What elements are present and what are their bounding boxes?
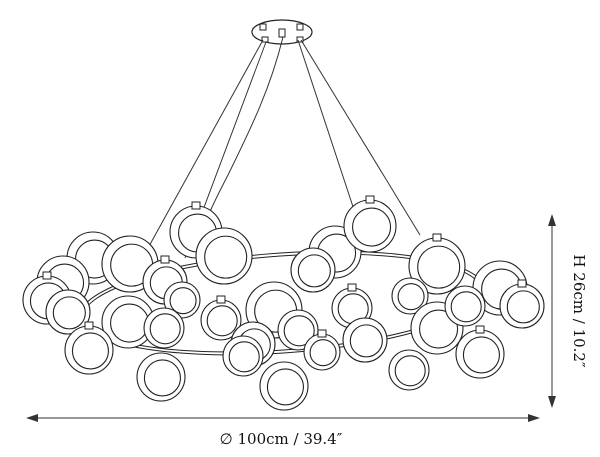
globe-inner-bulb [450, 291, 482, 323]
globe-inner-bulb [394, 355, 426, 387]
glass-globe [200, 295, 242, 341]
glass-globe [303, 329, 341, 371]
globe-inner-bulb [297, 254, 331, 288]
bulb-socket [365, 195, 375, 204]
glass-globes [22, 195, 545, 411]
bulb-socket [42, 271, 52, 280]
globe-inner-bulb [506, 290, 540, 324]
bulb-socket [216, 295, 226, 304]
glass-globe [259, 361, 309, 411]
glass-globe [45, 289, 91, 335]
globe-inner-bulb [52, 296, 86, 330]
bulb-socket [160, 255, 170, 264]
globe-inner-bulb [110, 303, 150, 343]
bulb-socket [347, 283, 357, 292]
glass-globe [343, 195, 397, 253]
bulb-socket [517, 279, 527, 288]
glass-globe [101, 295, 155, 349]
glass-globe [222, 335, 264, 377]
globe-inner-bulb [206, 305, 238, 337]
bulb-socket [475, 325, 485, 334]
ceiling-canopy [251, 19, 313, 45]
bulb-socket [191, 201, 201, 210]
bulb-socket [84, 321, 94, 330]
width-dimension-arrow [26, 414, 540, 422]
globe-inner-bulb [204, 235, 248, 279]
width-dimension-label: ∅ 100cm / 39.4″ [220, 430, 343, 448]
glass-globe [391, 277, 429, 315]
glass-globe [64, 321, 114, 375]
bulb-socket [432, 233, 442, 242]
globe-inner-bulb [149, 313, 181, 345]
glass-globe [455, 325, 505, 379]
glass-globe [499, 279, 545, 329]
globe-inner-bulb [143, 359, 181, 397]
glass-globe [136, 352, 186, 402]
glass-globe [290, 247, 336, 293]
globe-inner-bulb [352, 207, 392, 247]
glass-globe [195, 227, 253, 285]
globe-inner-bulb [266, 368, 304, 406]
glass-globe [388, 349, 430, 391]
globe-inner-bulb [349, 324, 383, 358]
glass-globe [163, 281, 201, 319]
globe-inner-bulb [283, 315, 315, 347]
globe-inner-bulb [462, 336, 500, 374]
globe-inner-bulb [71, 332, 109, 370]
height-dimension-label: H 26cm / 10.2″ [570, 254, 588, 368]
globe-inner-bulb [397, 283, 425, 311]
globe-inner-bulb [169, 287, 197, 315]
glass-globe [342, 317, 388, 363]
globe-inner-bulb [228, 341, 260, 373]
bulb-socket [317, 329, 327, 338]
glass-globe [444, 285, 486, 327]
globe-inner-bulb [309, 339, 337, 367]
glass-globe [143, 307, 185, 349]
globe-inner-bulb [419, 309, 459, 349]
globe-inner-bulb [417, 245, 461, 289]
glass-globe [408, 233, 466, 295]
height-dimension-arrow [548, 214, 556, 408]
